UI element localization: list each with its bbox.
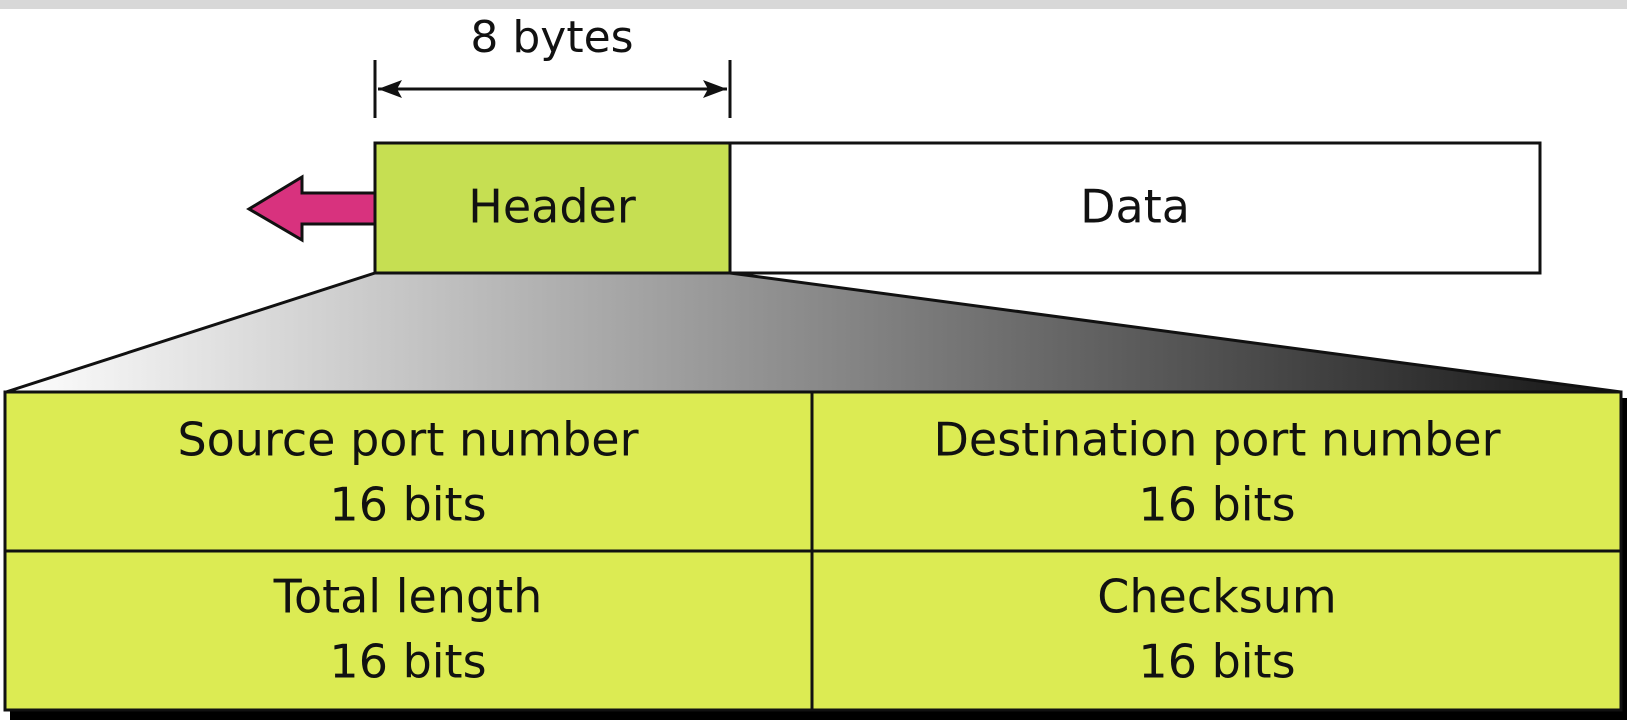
header-box (373, 141, 732, 275)
size-arrowhead-right (703, 80, 727, 98)
field-size: 16 bits (1138, 635, 1295, 689)
data-box (728, 141, 1542, 275)
header-label: Header (468, 180, 636, 234)
field-size: 16 bits (1138, 478, 1295, 532)
top-border (0, 0, 1627, 9)
field-total-length: Total length 16 bits (273, 570, 543, 689)
data-label: Data (1080, 180, 1190, 234)
field-name: Total length (273, 570, 543, 624)
field-source-port: Source port number 16 bits (177, 413, 638, 532)
field-destination-port: Destination port number 16 bits (933, 413, 1500, 532)
field-checksum: Checksum 16 bits (1097, 570, 1336, 689)
header-expansion (5, 271, 1622, 394)
field-name: Checksum (1097, 570, 1336, 624)
header-fields-table: Source port number 16 bits Destination p… (3, 390, 1627, 720)
size-label: 8 bytes (470, 12, 633, 63)
size-arrowhead-left (378, 80, 402, 98)
direction-arrow (246, 174, 377, 243)
size-dimension: 8 bytes (373, 12, 732, 118)
datagram: Header Data (373, 141, 1542, 275)
field-name: Destination port number (933, 413, 1500, 467)
field-name: Source port number (177, 413, 638, 467)
field-size: 16 bits (329, 478, 486, 532)
field-size: 16 bits (329, 635, 486, 689)
